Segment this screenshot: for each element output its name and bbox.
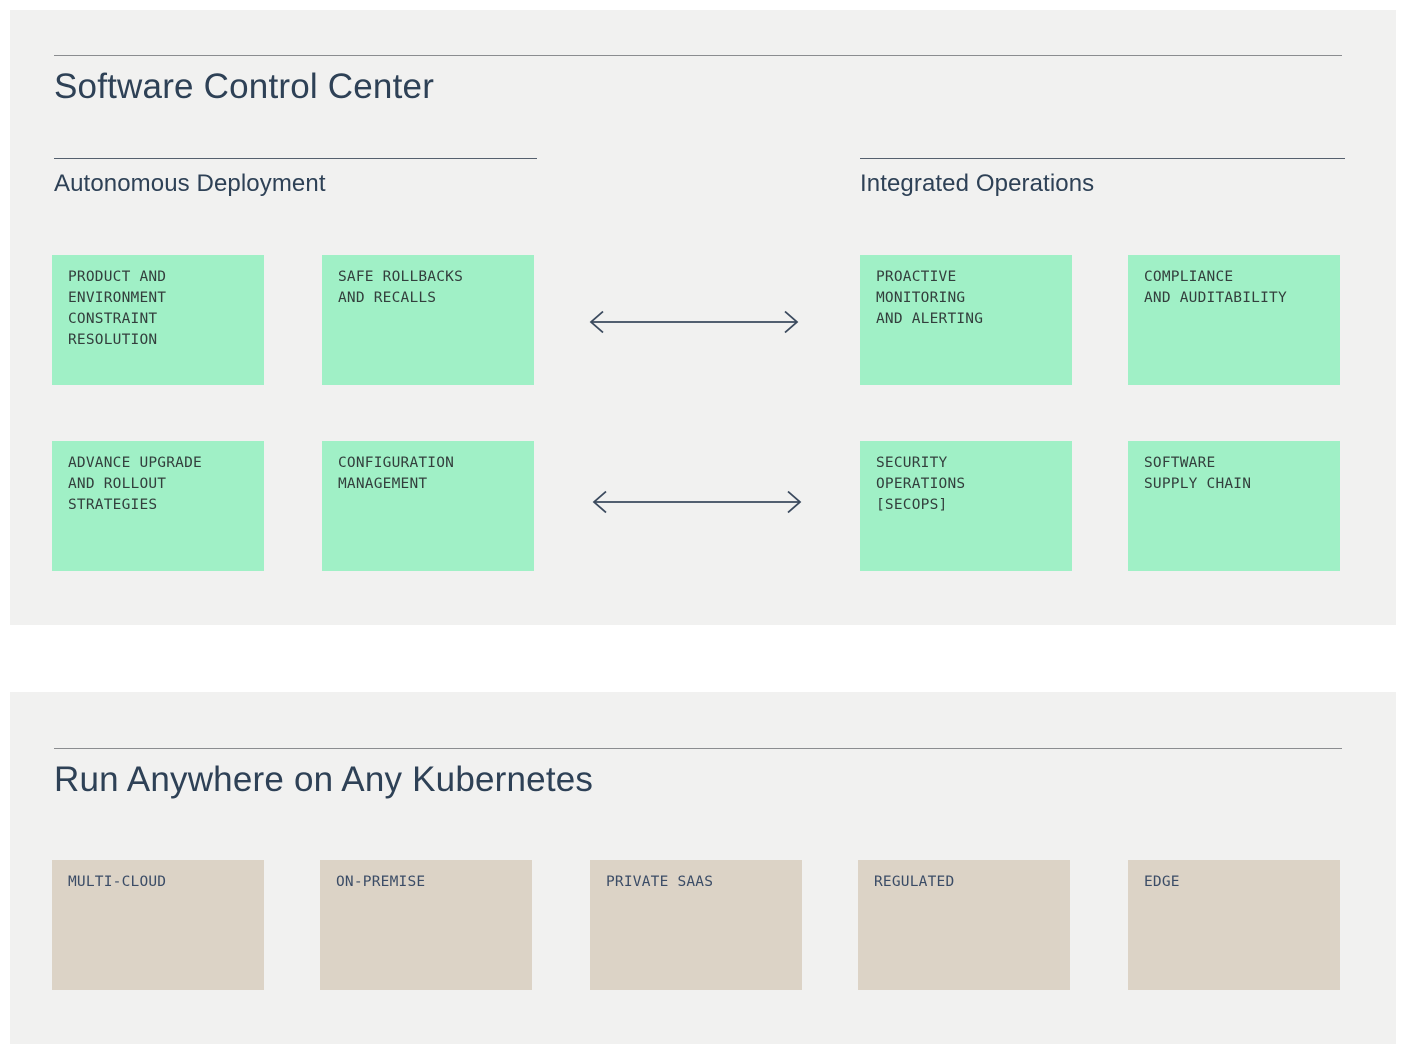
panel-title: Run Anywhere on Any Kubernetes bbox=[54, 760, 594, 799]
title-divider bbox=[54, 55, 1342, 56]
double-arrow-icon bbox=[589, 488, 805, 516]
box-label: CONFIGURATION MANAGEMENT bbox=[338, 455, 455, 492]
box-label: REGULATED bbox=[874, 874, 955, 890]
box-label: ADVANCE UPGRADE AND ROLLOUT STRATEGIES bbox=[68, 455, 202, 513]
box-label: ON-PREMISE bbox=[336, 874, 426, 890]
kubernetes-box-private-saas: PRIVATE SAAS bbox=[590, 860, 802, 990]
operations-section-divider bbox=[860, 158, 1345, 159]
deployment-box-configuration-management: CONFIGURATION MANAGEMENT bbox=[322, 441, 534, 571]
deployment-section-divider bbox=[54, 158, 537, 159]
run-anywhere-panel: Run Anywhere on Any Kubernetes MULTI-CLO… bbox=[10, 692, 1396, 1044]
box-label: PRODUCT AND ENVIRONMENT CONSTRAINT RESOL… bbox=[68, 269, 167, 348]
deployment-section-title: Autonomous Deployment bbox=[54, 170, 326, 197]
box-label: MULTI-CLOUD bbox=[68, 874, 167, 890]
deployment-box-safe-rollbacks: SAFE ROLLBACKS AND RECALLS bbox=[322, 255, 534, 385]
kubernetes-box-edge: EDGE bbox=[1128, 860, 1340, 990]
box-label: SAFE ROLLBACKS AND RECALLS bbox=[338, 269, 464, 306]
operations-box-proactive-monitoring: PROACTIVE MONITORING AND ALERTING bbox=[860, 255, 1072, 385]
kubernetes-box-regulated: REGULATED bbox=[858, 860, 1070, 990]
title-divider bbox=[54, 748, 1342, 749]
kubernetes-box-on-premise: ON-PREMISE bbox=[320, 860, 532, 990]
box-label: COMPLIANCE AND AUDITABILITY bbox=[1144, 269, 1287, 306]
deployment-box-upgrade-strategies: ADVANCE UPGRADE AND ROLLOUT STRATEGIES bbox=[52, 441, 264, 571]
software-control-center-panel: Software Control Center Autonomous Deplo… bbox=[10, 10, 1396, 625]
operations-box-software-supply-chain: SOFTWARE SUPPLY CHAIN bbox=[1128, 441, 1340, 571]
operations-box-security-operations: SECURITY OPERATIONS [SECOPS] bbox=[860, 441, 1072, 571]
box-label: EDGE bbox=[1144, 874, 1180, 890]
box-label: PROACTIVE MONITORING AND ALERTING bbox=[876, 269, 984, 327]
operations-section-title: Integrated Operations bbox=[860, 170, 1095, 197]
panel-title: Software Control Center bbox=[54, 67, 435, 106]
double-arrow-icon bbox=[586, 308, 802, 336]
box-label: SOFTWARE SUPPLY CHAIN bbox=[1144, 455, 1252, 492]
deployment-box-constraint-resolution: PRODUCT AND ENVIRONMENT CONSTRAINT RESOL… bbox=[52, 255, 264, 385]
box-label: SECURITY OPERATIONS [SECOPS] bbox=[876, 455, 966, 513]
kubernetes-box-multi-cloud: MULTI-CLOUD bbox=[52, 860, 264, 990]
box-label: PRIVATE SAAS bbox=[606, 874, 714, 890]
operations-box-compliance-auditability: COMPLIANCE AND AUDITABILITY bbox=[1128, 255, 1340, 385]
